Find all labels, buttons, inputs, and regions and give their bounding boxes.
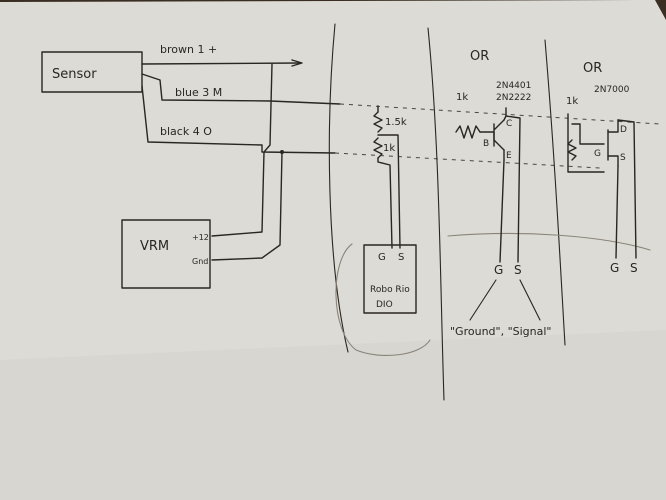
brown-wire	[141, 62, 301, 65]
black-wire-label: black 4 O	[160, 125, 212, 138]
roborio-line2: DIO	[376, 300, 393, 310]
mosfet-out-s	[617, 119, 637, 259]
transistor-out-g-label: G	[494, 263, 503, 277]
mosfet-part: 2N7000	[594, 85, 630, 95]
separator-2	[427, 27, 445, 401]
sensor-label: Sensor	[52, 67, 97, 82]
mosfet-gate	[571, 123, 605, 145]
transistor-out-s	[505, 115, 521, 263]
roborio-box	[363, 244, 417, 314]
sensor-box	[41, 51, 143, 93]
mosfet-out-s-label: S	[630, 261, 638, 275]
roborio-pin-g: G	[378, 252, 386, 263]
transistor-body	[493, 119, 505, 151]
separator-1	[328, 23, 349, 353]
legend-text: "Ground", "Signal"	[450, 325, 551, 338]
mosfet-d-label: D	[620, 125, 627, 135]
mosfet-g-label: G	[594, 149, 601, 159]
vrm-pin-gnd: Gnd	[192, 257, 208, 266]
mosfet-source	[607, 155, 619, 167]
vrm-pin-plus: +12	[192, 233, 209, 242]
transistor-out-g	[499, 159, 505, 263]
brown-wire-label: brown 1 +	[160, 43, 217, 56]
transistor-part-1: 2N4401	[496, 81, 531, 91]
transistor-resistor	[455, 125, 481, 139]
roborio-pin-s: S	[398, 252, 404, 263]
roborio-line1: Robo Rio	[370, 285, 410, 295]
or-label-2: OR	[583, 61, 602, 76]
blue-wire-label: blue 3 M	[175, 86, 222, 99]
divider-tap	[377, 134, 401, 249]
divider-resistor-1	[373, 111, 383, 133]
transistor-c-label: C	[506, 119, 512, 129]
pencil-bubble-left	[335, 243, 431, 356]
transistor-part-2: 2N2222	[496, 93, 531, 103]
brown-arrow	[291, 59, 303, 67]
transistor-e-label: E	[506, 151, 512, 161]
divider-r1-label: 1.5k	[385, 117, 407, 128]
mosfet-drain	[607, 119, 619, 133]
separator-3	[544, 39, 566, 346]
mosfet-out-g-label: G	[610, 261, 619, 275]
transistor-b-label: B	[483, 139, 489, 149]
legend-pointer-g	[469, 279, 497, 321]
paper-shadow	[0, 330, 666, 500]
transistor-out-s-label: S	[514, 263, 522, 277]
mosfet-bracket	[567, 113, 605, 173]
vrm-label: VRM	[140, 239, 169, 254]
divider-resistor-2	[373, 137, 383, 159]
blue-wire	[141, 73, 341, 105]
vrm-box	[121, 219, 211, 289]
brown-drop-line	[211, 63, 273, 237]
divider-bottom	[377, 157, 393, 249]
mosfet-resistor-label: 1k	[566, 96, 578, 107]
pencil-bubble-right	[447, 232, 651, 251]
transistor-resistor-label: 1k	[456, 92, 468, 103]
black-wire	[141, 85, 336, 154]
junction-dot	[280, 150, 284, 154]
legend-pointer-s	[519, 279, 541, 321]
mosfet-s-label: S	[620, 153, 626, 163]
ground-drop-line	[211, 151, 283, 261]
or-label-1: OR	[470, 49, 489, 64]
mosfet-out-g	[615, 165, 619, 259]
divider-r2-label: 1k	[383, 143, 395, 154]
